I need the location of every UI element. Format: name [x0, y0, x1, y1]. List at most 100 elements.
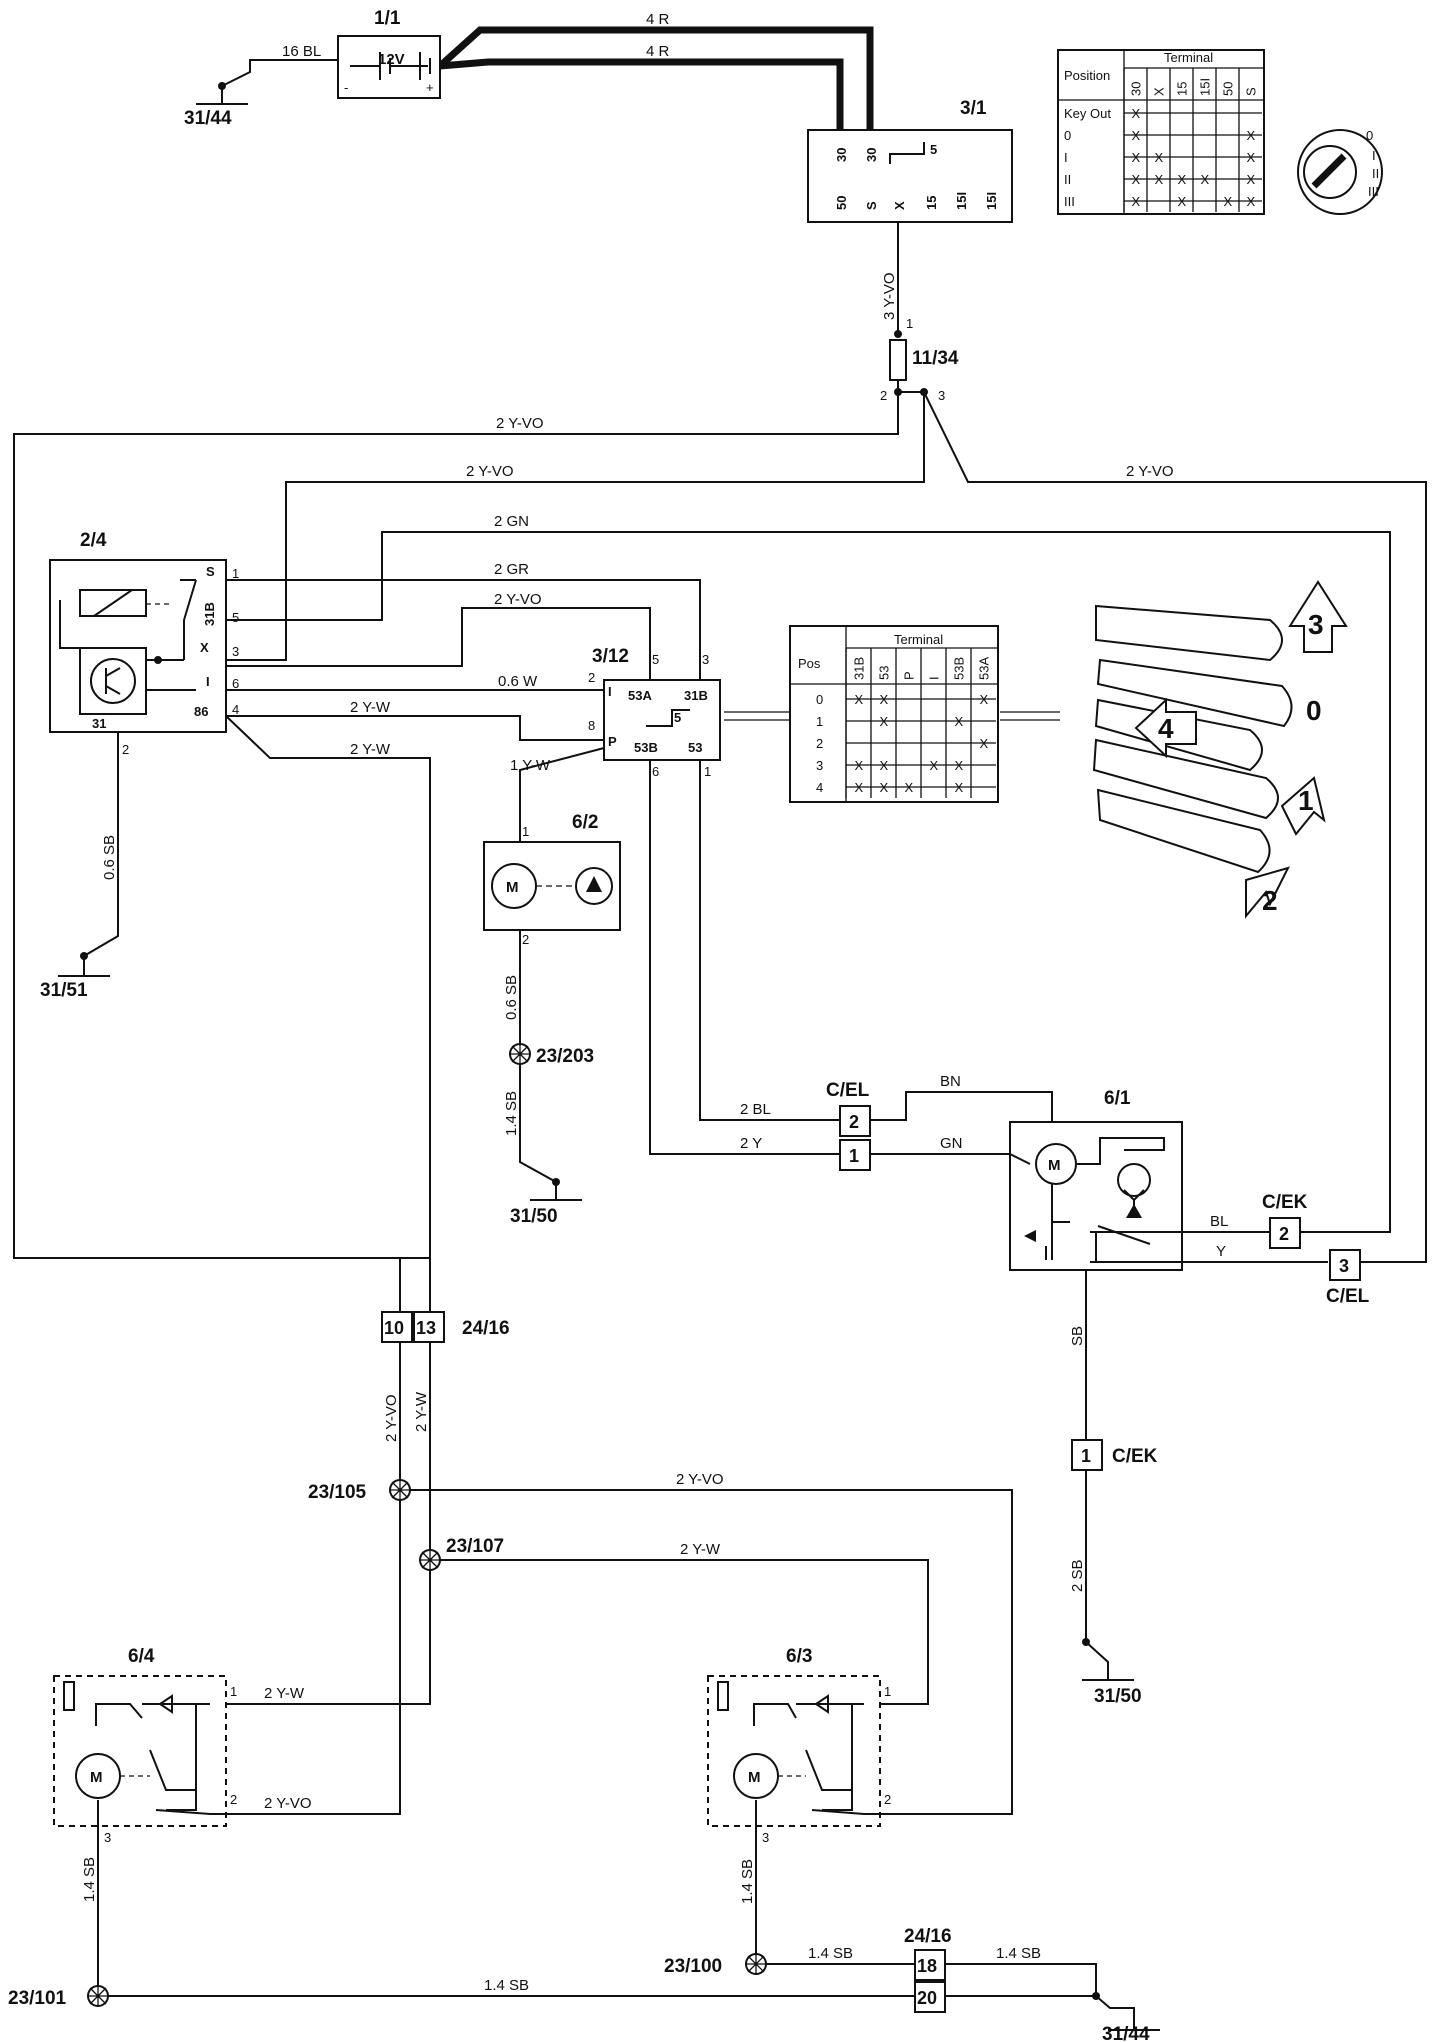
ign-mark-3-0: X: [1132, 172, 1141, 187]
svg-text:1.4 SB: 1.4 SB: [808, 1945, 853, 1962]
svg-text:X: X: [200, 640, 209, 655]
wip-mark-3-1: X: [880, 758, 889, 773]
ground-stub-b: [1095, 1995, 1135, 2030]
svg-text:2: 2: [122, 742, 129, 757]
svg-text:6: 6: [232, 676, 239, 691]
svg-text:4 R: 4 R: [646, 11, 670, 28]
svg-text:24/16: 24/16: [462, 1318, 510, 1339]
svg-text:50: 50: [834, 196, 849, 210]
svg-text:3: 3: [1339, 1256, 1349, 1276]
connector-24-16-top: 10 13 24/16: [381, 1311, 510, 1343]
svg-text:16 BL: 16 BL: [282, 43, 321, 60]
svg-text:11/34: 11/34: [912, 348, 959, 369]
svg-text:3: 3: [232, 644, 239, 659]
wire-14sb-gnd: [945, 1963, 1097, 1997]
ign-row-label-1: 0: [1064, 128, 1071, 143]
svg-text:24/16: 24/16: [904, 1926, 952, 1947]
svg-text:3 Y-VO: 3 Y-VO: [881, 272, 898, 320]
splice-23-101: 23/101: [8, 1985, 109, 2009]
svg-text:6/4: 6/4: [128, 1646, 155, 1667]
svg-text:31/51: 31/51: [40, 980, 88, 1001]
svg-text:2: 2: [880, 388, 887, 403]
washer-motor: 6/2 M 1 2: [483, 812, 621, 947]
wire-2yw-a: [226, 715, 604, 741]
ign-mark-4-5: X: [1247, 194, 1256, 209]
stalk-illustration: 3 0 4 1 2: [1092, 580, 1348, 919]
svg-text:1.4 SB: 1.4 SB: [484, 1977, 529, 1994]
svg-text:53B: 53B: [634, 740, 658, 755]
svg-text:BL: BL: [1210, 1213, 1228, 1230]
svg-text:2: 2: [588, 670, 595, 685]
wire-2yvo-right: [898, 391, 1427, 1263]
connector-24-16-bottom: 18 20 24/16: [904, 1926, 952, 2013]
svg-text:5: 5: [674, 710, 681, 725]
svg-text:3/1: 3/1: [960, 98, 987, 119]
svg-text:2/4: 2/4: [80, 530, 107, 551]
svg-text:2: 2: [1279, 1224, 1289, 1244]
junction-dots: [80, 82, 1100, 2000]
relay: 2/4 S 31B X I 86 31 1 5 3 6 4 2: [49, 530, 239, 757]
svg-text:M: M: [748, 1769, 761, 1786]
svg-text:1: 1: [884, 1684, 891, 1699]
svg-text:I: I: [608, 684, 612, 699]
svg-text:5: 5: [652, 652, 659, 667]
wip-mark-0-0: X: [855, 692, 864, 707]
wip-mark-2-5: X: [980, 736, 989, 751]
wip-mark-3-3: X: [930, 758, 939, 773]
svg-text:2 BL: 2 BL: [740, 1101, 771, 1118]
svg-text:3: 3: [762, 1830, 769, 1845]
svg-text:2 GR: 2 GR: [494, 561, 529, 578]
svg-text:0: 0: [1306, 695, 1322, 726]
splice-23-107: 23/107: [419, 1536, 504, 1571]
svg-text:1: 1: [704, 764, 711, 779]
wip-row-label-2: 2: [816, 736, 823, 751]
svg-text:3: 3: [702, 652, 709, 667]
svg-text:5: 5: [930, 142, 937, 157]
connector-cek-bottom: 1 C/EK: [1071, 1439, 1158, 1471]
svg-text:18: 18: [917, 1956, 937, 1976]
svg-text:1 Y-W: 1 Y-W: [510, 757, 551, 774]
svg-text:I: I: [206, 674, 210, 689]
svg-text:S: S: [864, 201, 879, 210]
wip-mark-1-1: X: [880, 714, 889, 729]
wire-2yw-b: [225, 715, 431, 1312]
ign-col-5: S: [1244, 87, 1259, 96]
svg-text:GN: GN: [940, 1135, 963, 1152]
svg-text:2: 2: [1262, 885, 1278, 916]
ign-mark-2-5: X: [1247, 150, 1256, 165]
svg-text:M: M: [90, 1769, 103, 1786]
svg-text:1: 1: [522, 824, 529, 839]
svg-text:1: 1: [230, 1684, 237, 1699]
ign-col-3: 15I: [1198, 78, 1213, 96]
ign-mark-4-4: X: [1224, 194, 1233, 209]
svg-text:2 GN: 2 GN: [494, 513, 529, 530]
ign-mark-1-0: X: [1132, 128, 1141, 143]
ground-31-50-b: 31/50: [1082, 1679, 1142, 1707]
svg-text:2 SB: 2 SB: [1069, 1559, 1086, 1592]
svg-text:1.4 SB: 1.4 SB: [996, 1945, 1041, 1962]
svg-text:13: 13: [416, 1318, 436, 1338]
ign-col-1: X: [1152, 87, 1167, 96]
wip-mark-4-0: X: [855, 780, 864, 795]
svg-text:C/EL: C/EL: [826, 1080, 870, 1101]
ground-31-44-a: 31/44: [184, 103, 248, 129]
wire-2yvo-53a: [226, 607, 651, 688]
connector-cek-right: 2 C/EK: [1262, 1192, 1308, 1249]
wip-row-label-4: 4: [816, 780, 823, 795]
svg-text:86: 86: [194, 704, 208, 719]
ign-mark-3-2: X: [1178, 172, 1187, 187]
svg-text:1.4 SB: 1.4 SB: [503, 1091, 520, 1136]
svg-text:8: 8: [588, 718, 595, 733]
svg-text:1/1: 1/1: [374, 8, 401, 29]
wire-2bl: [699, 760, 840, 1121]
ground-31-51: 31/51: [40, 975, 110, 1001]
wires: [13, 26, 1427, 2030]
svg-text:SB: SB: [1069, 1326, 1086, 1346]
wip-col-3: I: [927, 676, 942, 680]
wire-2yvo-trunk: [13, 392, 899, 1312]
svg-text:1: 1: [1081, 1446, 1091, 1466]
wire-1yw: [519, 747, 605, 842]
svg-text:1.4 SB: 1.4 SB: [739, 1859, 756, 1904]
connector-cel-right: 3 C/EL: [1326, 1249, 1370, 1307]
svg-text:1: 1: [906, 316, 913, 331]
